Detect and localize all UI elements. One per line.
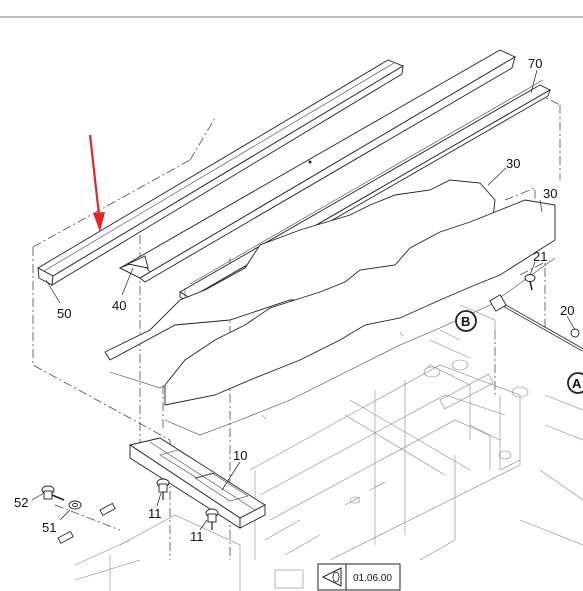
callout-52: 52 [14, 495, 28, 510]
red-pointer-arrow [88, 134, 105, 232]
part-51-washer [68, 500, 82, 510]
circle-label-a: A [567, 372, 583, 394]
circle-label-b: B [455, 310, 477, 332]
circle-label-b-text: B [461, 314, 470, 329]
pins [57, 502, 116, 544]
page-reference-text: 01.06.00 [353, 573, 392, 584]
part-50-angle-rail [37, 59, 405, 286]
callout-30-upper: 30 [506, 156, 520, 171]
callout-70: 70 [528, 56, 542, 71]
part-11-screw-a [156, 478, 170, 500]
reference-arrow-icon [321, 567, 342, 587]
callout-51: 51 [42, 520, 56, 535]
leader-lines [31, 69, 576, 531]
callout-21: 21 [533, 249, 547, 264]
page-reference-box: 01.06.00 [317, 563, 401, 591]
machine-frame [74, 304, 583, 591]
callout-20: 20 [560, 303, 574, 318]
callout-30-lower: 30 [543, 186, 557, 201]
part-21-screw [524, 274, 536, 291]
part-20-shaft [489, 294, 583, 352]
callout-40: 40 [112, 298, 126, 313]
part-11-screw-b [205, 508, 219, 530]
callout-11-b: 11 [190, 529, 204, 544]
callout-10: 10 [233, 448, 247, 463]
callout-labels: 50 40 70 30 30 21 20 10 11 11 52 51 [14, 56, 574, 544]
callout-11-a: 11 [148, 506, 162, 521]
callout-50: 50 [57, 306, 71, 321]
part-52-bolt [41, 485, 65, 501]
part-10-holder-bracket [128, 437, 266, 529]
circle-label-a-text: A [572, 376, 582, 391]
part-30-lower-plate [164, 199, 556, 436]
part-40-support-rail [118, 49, 516, 283]
